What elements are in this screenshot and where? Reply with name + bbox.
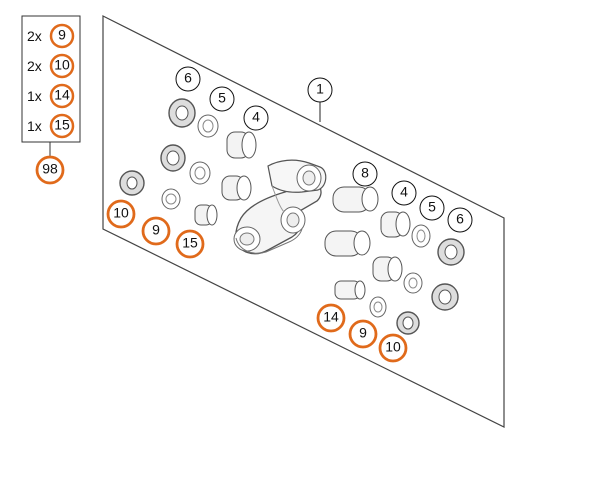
callout-9-left-label: 9	[152, 222, 160, 238]
linkage-right-hole-inner	[286, 212, 300, 228]
left-washer-lower-inner	[165, 193, 177, 205]
right-small-bushing-end	[354, 280, 366, 300]
right-part-column	[324, 186, 465, 335]
kit-part-10-callout[interactable]	[49, 53, 75, 79]
callout-10-left-label: 10	[113, 205, 129, 221]
kit-part-10-label: 10	[54, 57, 70, 73]
kit-set-98-callout[interactable]	[35, 155, 65, 185]
right-seal-lower-inner	[438, 289, 452, 305]
callout-15-label: 15	[182, 235, 198, 251]
kit-qty-4: 1x	[27, 118, 42, 134]
callout-5-right[interactable]	[419, 195, 445, 221]
kit-part-9-label: 9	[58, 27, 66, 43]
callout-5-left[interactable]	[209, 86, 235, 112]
assembly-panel	[102, 15, 505, 428]
left-bushing-middle-end	[236, 175, 252, 201]
callout-10-right-label: 10	[385, 339, 401, 355]
callout-9-left[interactable]	[141, 216, 171, 246]
left-small-bushing-end	[206, 204, 218, 226]
callout-6-left[interactable]	[175, 66, 201, 92]
callout-6-left-label: 6	[184, 70, 192, 86]
callout-8[interactable]	[352, 161, 378, 187]
linkage-front-shadow	[235, 228, 303, 254]
callout-6-right[interactable]	[447, 207, 473, 233]
callout-1-label: 1	[316, 81, 324, 97]
right-spacer-upper-end	[361, 186, 379, 212]
kit-part-14-label: 14	[54, 87, 70, 103]
right-bushing-lower-end	[387, 256, 403, 282]
kit-part-15-label: 15	[54, 117, 70, 133]
right-seal-upper-inner	[444, 244, 458, 260]
right-washer-lower-inner	[408, 277, 418, 289]
callout-1[interactable]	[307, 77, 333, 103]
callout-8-label: 8	[361, 165, 369, 181]
kit-set-98-label: 98	[42, 161, 58, 177]
callout-4-left[interactable]	[243, 105, 269, 131]
left-seal-top-inner	[175, 105, 189, 121]
left-washer-middle-inner	[194, 166, 206, 180]
callout-4-left-label: 4	[252, 109, 260, 125]
linkage-upper-hole-inner	[302, 170, 316, 186]
kit-qty-2: 2x	[27, 58, 42, 74]
callout-10-left[interactable]	[106, 199, 136, 229]
kit-qty-1: 2x	[27, 28, 42, 44]
linkage-back-shadow	[271, 185, 285, 213]
right-washer-upper-inner	[416, 229, 426, 243]
callout-14-label: 14	[323, 309, 339, 325]
black-callouts: 1 6 5 4 8 4 5 6	[175, 66, 473, 233]
left-washer-top-inner	[202, 119, 214, 133]
linkage-left-hole-inner	[239, 232, 255, 246]
left-seal-lower-inner	[126, 176, 138, 190]
kit-legend: 2x 9 2x 10 1x 14 1x 15 98	[21, 15, 81, 185]
left-part-column	[119, 98, 257, 226]
linkage-component	[233, 159, 327, 255]
left-seal-middle-inner	[166, 150, 180, 166]
callout-4-right[interactable]	[391, 180, 417, 206]
right-bushing-upper-end	[395, 211, 411, 237]
callout-5-right-label: 5	[428, 199, 436, 215]
kit-qty-3: 1x	[27, 88, 42, 104]
kit-part-15-callout[interactable]	[49, 113, 75, 139]
callout-10-right[interactable]	[378, 333, 408, 363]
right-seal-small-inner	[402, 316, 414, 330]
kit-part-9-callout[interactable]	[49, 23, 75, 49]
callout-9-right-label: 9	[359, 325, 367, 341]
kit-part-14-callout[interactable]	[49, 83, 75, 109]
callout-6-right-label: 6	[456, 211, 464, 227]
orange-callouts: 10 9 15 14 9 10	[106, 199, 408, 363]
callout-9-right[interactable]	[348, 319, 378, 349]
left-bushing-top-end	[241, 131, 257, 159]
callout-14[interactable]	[316, 303, 346, 333]
callout-5-left-label: 5	[218, 90, 226, 106]
callout-15[interactable]	[175, 229, 205, 259]
callout-4-right-label: 4	[400, 184, 408, 200]
right-spacer-lower-end	[353, 230, 371, 256]
right-washer-small-inner	[373, 301, 383, 313]
